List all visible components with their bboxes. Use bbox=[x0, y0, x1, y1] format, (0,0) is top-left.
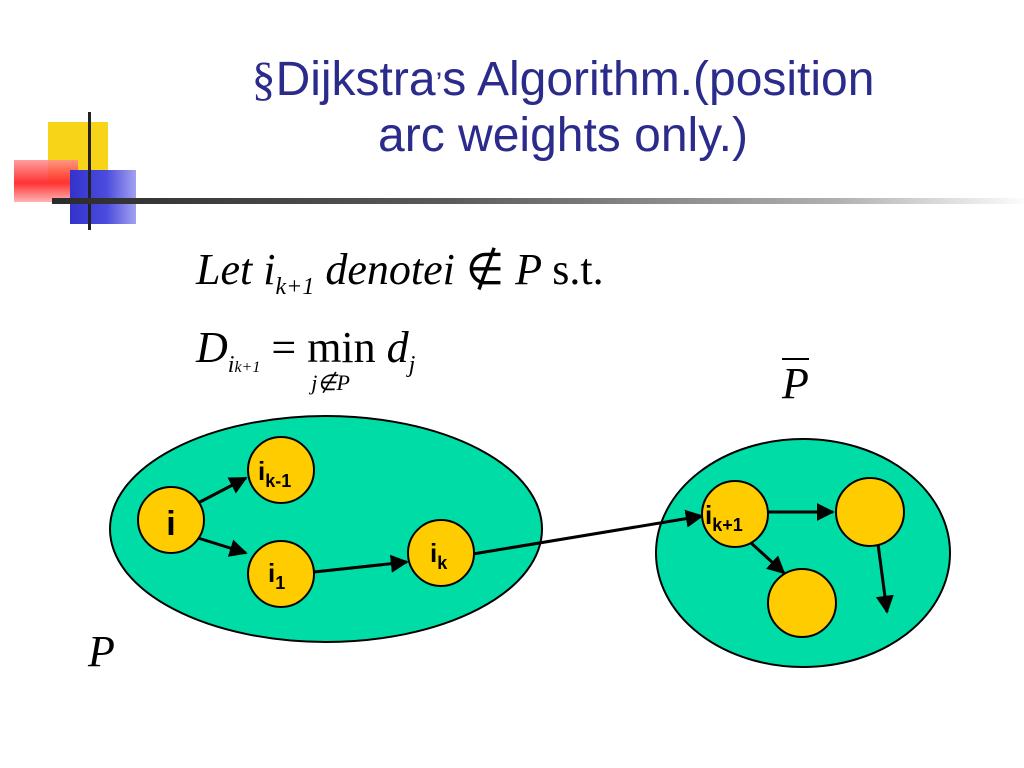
node-ik-1-label: ik-1 bbox=[258, 456, 291, 491]
node-ik-label: ik bbox=[430, 538, 448, 573]
node-ik-sub: k bbox=[437, 553, 448, 573]
edge-i-to-i1 bbox=[197, 536, 248, 557]
node-i1-base: i bbox=[268, 558, 275, 588]
node-ik-base: i bbox=[430, 538, 437, 568]
node-i1: i1 bbox=[247, 540, 315, 608]
node-unlabeled-bottom bbox=[767, 568, 837, 638]
eq2-d-subscript: j bbox=[408, 351, 416, 378]
section-sign: § bbox=[251, 53, 276, 106]
p-bar-text: P bbox=[782, 358, 809, 408]
eq2-sub-sub: k+1 bbox=[234, 358, 261, 376]
edge-ik-to-ik+1 bbox=[472, 509, 704, 556]
node-ik-1-base: i bbox=[258, 456, 265, 486]
node-i: i bbox=[137, 486, 205, 554]
title-part-2: s Algorithm.(position bbox=[442, 53, 875, 106]
decor-red-square bbox=[14, 160, 78, 202]
set-label-p: P bbox=[88, 627, 115, 676]
decor-blue-square bbox=[70, 170, 136, 224]
eq1-i: i bbox=[442, 245, 455, 294]
node-i1-label: i1 bbox=[268, 558, 285, 593]
eq2-min: min bbox=[307, 323, 376, 372]
node-unlabeled-right bbox=[835, 477, 905, 547]
eq2-d: d bbox=[386, 323, 409, 372]
edge-right-down bbox=[875, 543, 894, 614]
eq1-set: P bbox=[515, 245, 542, 294]
set-label-p-bar: P bbox=[782, 358, 809, 409]
eq2-D: D bbox=[196, 323, 228, 372]
title-underline bbox=[52, 198, 1024, 204]
eq2-sub-i: i bbox=[227, 351, 235, 378]
node-ik+1-base: i bbox=[705, 500, 712, 530]
eq1-denote: denote bbox=[325, 245, 443, 294]
node-i-label: i bbox=[166, 505, 175, 543]
eq1-notin-symbol: ∉ bbox=[465, 245, 505, 294]
slide-title: §Dijkstra’s Algorithm.(position arc weig… bbox=[118, 52, 1008, 164]
title-line-2: arc weights only.) bbox=[378, 109, 748, 162]
node-ik-1: ik-1 bbox=[247, 436, 315, 504]
node-ik+1-sub: k+1 bbox=[712, 515, 743, 535]
title-part-1: Dijkstra bbox=[275, 53, 436, 106]
eq1-var-subscript: k+1 bbox=[275, 273, 315, 300]
edge-i-to-ik-1 bbox=[197, 476, 248, 505]
node-ik+1-label: ik+1 bbox=[705, 500, 743, 535]
eq1-var: i bbox=[263, 245, 276, 294]
eq1-such-that: s.t. bbox=[552, 245, 604, 294]
eq2-min-subscript: j∉P bbox=[311, 370, 350, 395]
edge-i1-to-ik bbox=[313, 554, 409, 574]
decor-vertical-line bbox=[88, 112, 91, 230]
node-ik+1: ik+1 bbox=[701, 480, 769, 548]
node-ik: ik bbox=[407, 519, 475, 587]
equation-definition: Let ik+1 denotei ∉ P s.t. bbox=[196, 244, 604, 301]
eq2-equals: = bbox=[271, 323, 297, 372]
edge-ik+1-to-bottom bbox=[748, 540, 786, 575]
node-i1-sub: 1 bbox=[275, 573, 285, 593]
title-line-1: §Dijkstra’s Algorithm.(position bbox=[118, 52, 1008, 108]
node-ik-1-sub: k-1 bbox=[265, 471, 291, 491]
title-apostrophe: ’ bbox=[435, 67, 443, 100]
eq2-D-subscript: ik+1 bbox=[228, 352, 261, 378]
eq1-let: Let bbox=[196, 245, 253, 294]
